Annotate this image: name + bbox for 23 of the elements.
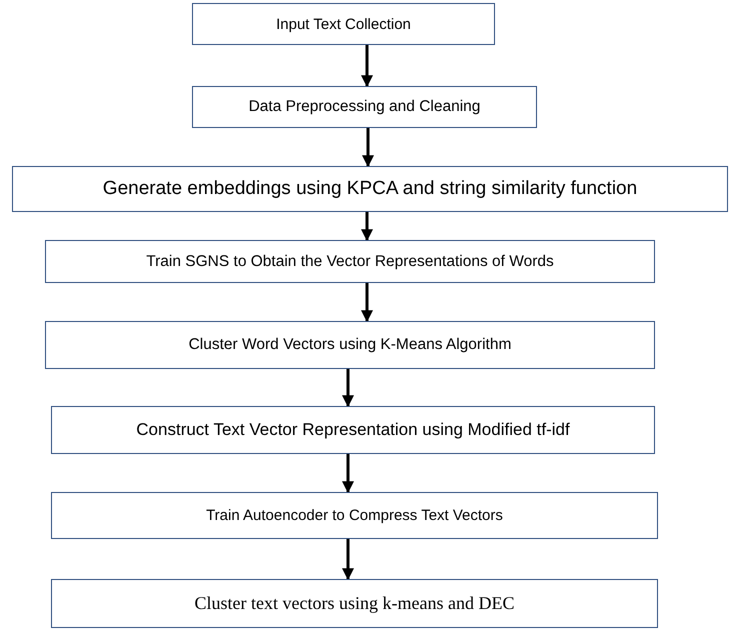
arrow	[361, 283, 373, 322]
step-label: Train SGNS to Obtain the Vector Representations of Words	[146, 252, 554, 270]
arrow	[342, 454, 354, 494]
process-box	[192, 86, 537, 128]
arrow	[342, 369, 354, 408]
arrow	[361, 212, 373, 242]
process-box	[51, 579, 658, 628]
step-label: Data Preprocessing and Cleaning	[248, 98, 480, 116]
arrow	[361, 45, 373, 88]
step-label: Train Autoencoder to Compress Text Vectors	[206, 507, 503, 524]
step-label: Construct Text Vector Representation using Modified tf-idf	[136, 420, 570, 440]
arrow	[362, 128, 374, 168]
process-box	[45, 240, 655, 283]
step-label: Cluster Word Vectors using K-Means Algorithm	[188, 336, 512, 354]
step-label: Generate embeddings using KPCA and string similarity function	[102, 178, 638, 200]
process-box	[45, 321, 655, 369]
process-box	[51, 492, 658, 539]
step-label: Cluster text vectors using k-means and DEC	[194, 593, 514, 614]
process-box	[51, 406, 655, 454]
arrow	[342, 539, 354, 580]
process-box	[12, 166, 728, 212]
process-box	[192, 3, 495, 45]
step-label: Input Text Collection	[276, 16, 411, 32]
